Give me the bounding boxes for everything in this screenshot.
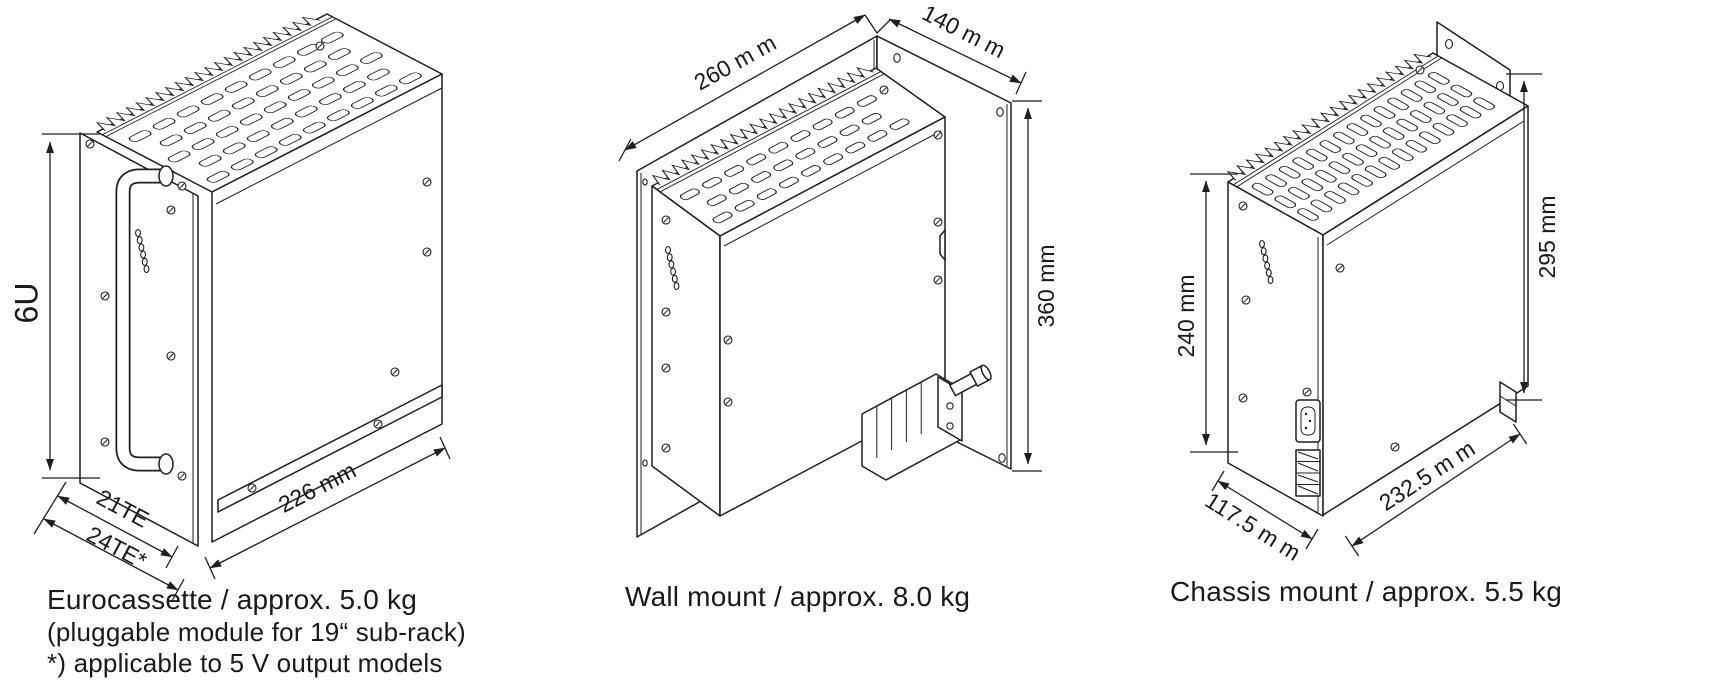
bottom-mounting-flange [1499, 381, 1517, 423]
chassis-heatsink-pattern [1226, 53, 1496, 221]
cable-gland-icon [949, 364, 992, 397]
wall-mount-front-face [651, 185, 721, 517]
wall-mount-drawing: 260 m m 140 m m 360 mm [618, 0, 1059, 538]
dim-label-6u: 6U [8, 283, 44, 324]
wall-mount-caption: Wall mount / approx. 8.0 kg [625, 581, 971, 612]
d-sub-connector [1295, 387, 1321, 443]
eurocassette-note-5v: *) applicable to 5 V output models [47, 648, 443, 678]
eurocassette-caption: Eurocassette / approx. 5.0 kg [47, 584, 418, 615]
chassis-mount-caption: Chassis mount / approx. 5.5 kg [1170, 576, 1562, 607]
dim-label-360mm: 360 mm [1033, 244, 1059, 327]
chassis-mount-drawing: 240 mm 295 mm 117.5 m m 232.5 m m [1173, 21, 1560, 566]
eurocassette-drawing: 6U 21TE 24TE* 226 mm [8, 13, 451, 602]
dim-label-117-5mm: 117.5 m m [1201, 487, 1305, 566]
front-handle [115, 165, 187, 481]
dim-label-295mm: 295 mm [1534, 195, 1560, 278]
dim-label-260mm: 260 m m [690, 29, 781, 95]
terminal-block [861, 364, 992, 481]
dim-label-140mm: 140 m m [918, 0, 1010, 63]
eurocassette-front-panel [79, 132, 199, 547]
eurocassette-note-subrack: (pluggable module for 19“ sub-rack) [47, 617, 466, 647]
eurocassette-heatsink-pattern [95, 16, 422, 183]
terminal-connector [1295, 449, 1321, 497]
dim-label-240mm: 240 mm [1173, 274, 1199, 357]
